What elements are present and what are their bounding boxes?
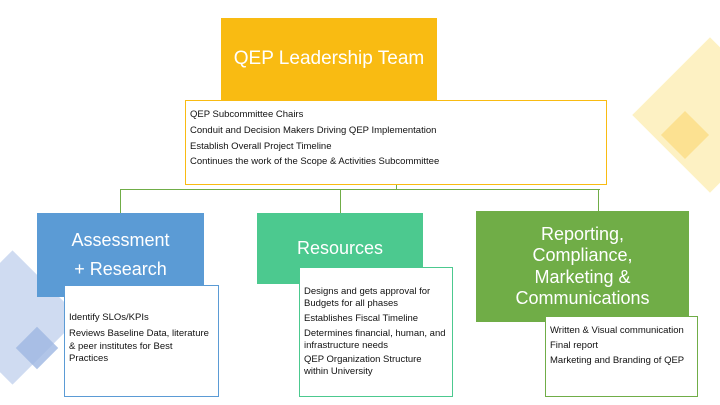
assessment-box: Assessment + Research (37, 213, 204, 297)
reporting-item: Marketing and Branding of QEP (550, 354, 685, 366)
reporting-title-line3: Marketing & (534, 266, 631, 287)
reporting-item: Written & Visual communication (550, 325, 684, 336)
leadership-title: QEP Leadership Team (234, 48, 424, 70)
leadership-item: Establish Overall Project Timeline (190, 140, 332, 152)
reporting-box: Reporting, Compliance, Marketing & Commu… (476, 211, 689, 322)
decorative-diamond-right-large (632, 37, 720, 193)
assessment-item: Reviews Baseline Data, literature & peer… (69, 327, 209, 365)
leadership-item: Continues the work of the Scope & Activi… (190, 156, 440, 168)
leadership-title-suffix: Team (377, 48, 425, 69)
leadership-box: QEP Leadership Team (221, 18, 437, 100)
leadership-item: QEP Subcommittee Chairs (190, 109, 304, 120)
reporting-title-line4: Communications (515, 287, 650, 308)
assessment-details: Identify SLOs/KPIs Reviews Baseline Data… (64, 285, 219, 397)
reporting-details: Written & Visual communication Final rep… (545, 316, 698, 397)
leadership-details: QEP Subcommittee Chairs Conduit and Deci… (185, 100, 607, 185)
reporting-item: Final report (550, 339, 599, 351)
connector-assessment (120, 189, 121, 213)
resources-item: Designs and gets approval for Budgets fo… (304, 286, 431, 309)
reporting-title-line2: Compliance, (532, 245, 633, 266)
resources-title: Resources (296, 238, 384, 258)
resources-details: Designs and gets approval for Budgets fo… (299, 267, 453, 397)
assessment-title-line1: Assessment (71, 230, 170, 251)
assessment-item: Identify SLOs/KPIs (69, 312, 149, 323)
resources-item: Determines financial, human, and infrast… (304, 327, 446, 351)
connector-trunk (396, 185, 397, 190)
reporting-title-line1: Reporting, (540, 224, 625, 245)
resources-item: QEP Organization Structure within Univer… (304, 354, 422, 378)
connector-horizontal (120, 189, 600, 190)
leadership-item: Conduit and Decision Makers Driving QEP … (190, 124, 437, 136)
leadership-title-main: QEP Leadership (233, 48, 373, 69)
connector-resources (340, 189, 341, 213)
connector-reporting (598, 189, 599, 213)
resources-item: Establishes Fiscal Timeline (304, 312, 419, 324)
assessment-title-line2: + Research (74, 259, 167, 279)
